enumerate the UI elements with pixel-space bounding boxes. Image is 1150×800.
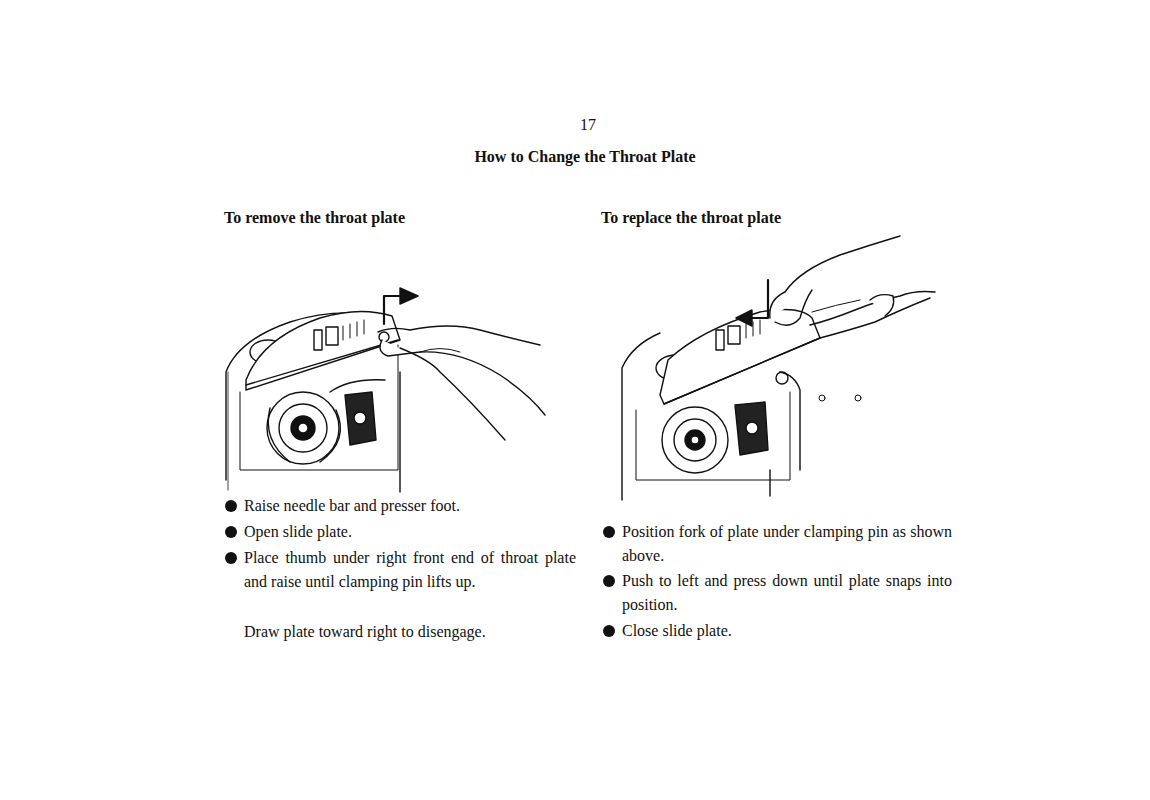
instruction: Place thumb under right front end of thr… bbox=[244, 546, 576, 594]
page-title: How to Change the Throat Plate bbox=[0, 145, 1150, 169]
subheading: To replace the throat plate bbox=[601, 206, 781, 230]
instruction: Raise needle bar and presser foot. bbox=[244, 494, 589, 518]
bullet-dot bbox=[603, 575, 615, 587]
bullet-dot bbox=[603, 526, 615, 538]
subheading: To remove the throat plate bbox=[224, 206, 405, 230]
instruction: Position fork of plate under clamping pi… bbox=[622, 520, 952, 568]
remove-illustration bbox=[226, 288, 545, 492]
bullet-dot bbox=[225, 552, 237, 564]
instruction: Push to left and press down until plate … bbox=[622, 569, 952, 617]
bullet-dot bbox=[225, 500, 237, 512]
instruction: Draw plate toward right to disengage. bbox=[244, 620, 589, 644]
instruction: Close slide plate. bbox=[622, 619, 952, 643]
replace-illustration bbox=[622, 236, 935, 500]
instruction: Open slide plate. bbox=[244, 520, 589, 544]
bullet-dot bbox=[603, 625, 615, 637]
bullet-dot bbox=[225, 526, 237, 538]
page-number: 17 bbox=[0, 113, 1150, 137]
